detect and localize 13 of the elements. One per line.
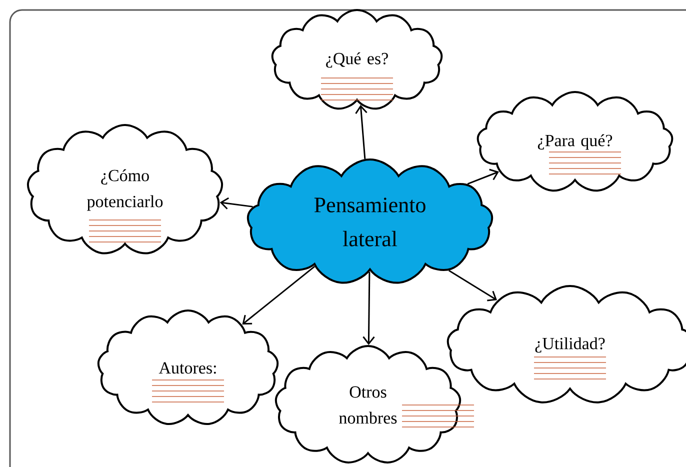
arrow [220, 197, 253, 210]
cloud: ¿Utilidad? [446, 285, 686, 404]
arrow [242, 266, 316, 325]
cloud: ¿Cómo potenciarlo [26, 124, 224, 254]
arrow [362, 272, 375, 345]
cloud: ¿Para qué? [476, 91, 674, 192]
cloud: Otros nombres [274, 345, 462, 464]
cloud: ¿Qué es? [271, 9, 443, 110]
cloud: Autores: [97, 310, 279, 425]
arrow [448, 270, 498, 302]
arrow [355, 104, 368, 159]
central-cloud: Pensamiento lateral [246, 158, 494, 284]
arrow [467, 168, 499, 185]
